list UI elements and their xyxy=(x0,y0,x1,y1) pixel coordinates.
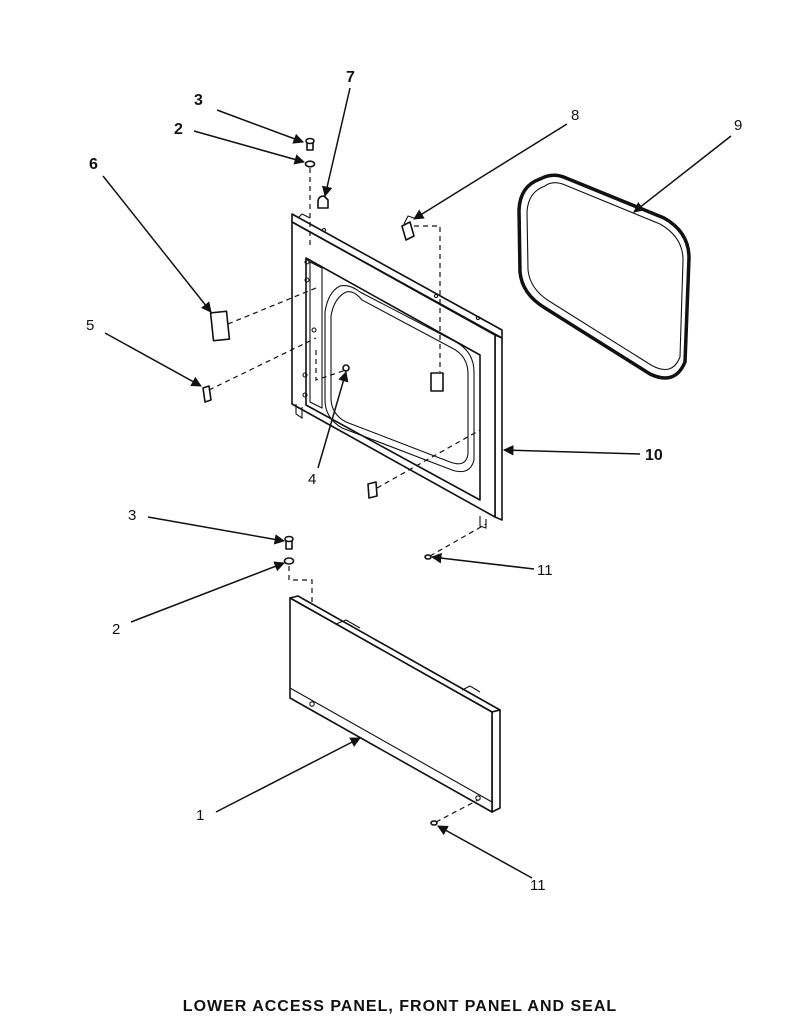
lower-access-panel xyxy=(289,595,501,813)
callout-1: 1 xyxy=(196,807,204,824)
callout-6: 6 xyxy=(89,156,98,173)
callout-labels: 3 2 7 6 5 8 9 4 10 3 2 11 1 11 xyxy=(86,69,742,894)
callout-2-bottom: 2 xyxy=(112,621,120,638)
callout-11-bottom: 11 xyxy=(530,877,546,894)
callout-7: 7 xyxy=(346,69,355,86)
hardware xyxy=(202,137,438,826)
door-seal-gasket xyxy=(517,173,691,380)
front-panel-frame xyxy=(291,213,503,529)
callout-3-top: 3 xyxy=(194,92,203,109)
callout-9: 9 xyxy=(734,117,742,134)
diagram-title: LOWER ACCESS PANEL, FRONT PANEL AND SEAL xyxy=(182,998,618,1015)
leader-lines xyxy=(102,87,732,879)
callout-3-bottom: 3 xyxy=(128,507,136,524)
assembly-lines xyxy=(208,168,487,823)
callout-8: 8 xyxy=(571,107,579,124)
callout-2-top: 2 xyxy=(174,121,183,138)
callout-10: 10 xyxy=(645,447,663,464)
callout-5: 5 xyxy=(86,317,94,334)
callout-11-top: 11 xyxy=(537,562,553,579)
callout-4: 4 xyxy=(308,471,316,488)
